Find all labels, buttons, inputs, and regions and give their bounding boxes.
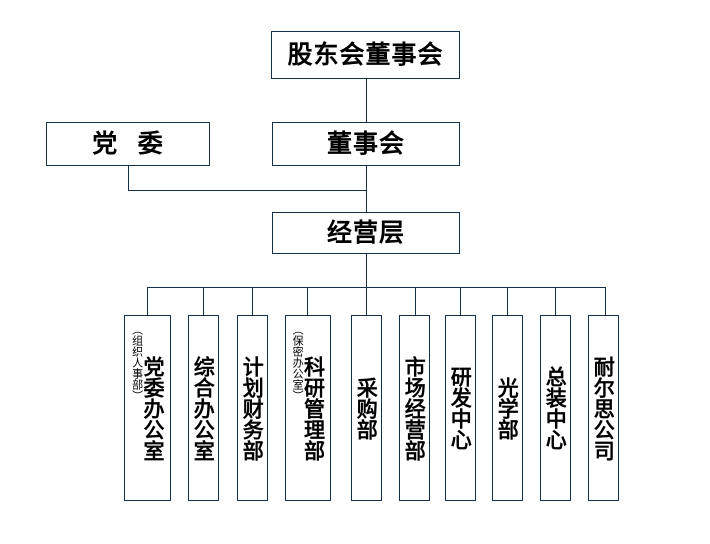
dept-rnd-center[interactable]: 研发中心 [445, 315, 476, 501]
node-shareholders[interactable]: 股东会董事会 [271, 31, 460, 79]
dept-optics-label: 光学部 [495, 376, 521, 440]
connector-top-to-board [366, 79, 367, 122]
connector-drop-5 [366, 287, 367, 315]
connector-drop-7 [460, 287, 461, 315]
connector-drop-3 [252, 287, 253, 315]
node-shareholders-label: 股东会董事会 [287, 40, 444, 70]
connector-drop-10 [605, 287, 606, 315]
dept-party-office[interactable]: 党委办公室 （组织人事部） [124, 315, 171, 501]
dept-party-office-note: （组织人事部） [130, 324, 144, 401]
dept-general-office[interactable]: 综合办公室 [188, 315, 219, 501]
connector-party-to-trunk [128, 190, 367, 191]
node-management[interactable]: 经营层 [272, 212, 460, 254]
node-party-committee-label: 党 委 [92, 129, 164, 159]
dept-research-mgmt[interactable]: 科研管理部 （保密办公室） [285, 315, 331, 501]
dept-rnd-center-label: 研发中心 [448, 366, 474, 450]
node-board[interactable]: 董事会 [272, 122, 460, 166]
connector-drop-2 [203, 287, 204, 315]
connector-drop-9 [555, 287, 556, 315]
dept-marketing[interactable]: 市场经营部 [399, 315, 430, 501]
connector-department-bus [147, 287, 606, 288]
dept-assembly-center-label: 总装中心 [543, 366, 569, 450]
connector-board-to-management [366, 166, 367, 212]
connector-drop-8 [507, 287, 508, 315]
dept-marketing-label: 市场经营部 [402, 355, 428, 461]
node-party-committee[interactable]: 党 委 [46, 122, 210, 166]
dept-procurement[interactable]: 采购部 [351, 315, 382, 501]
dept-party-office-label: 党委办公室 [140, 355, 166, 461]
dept-nice-company-label: 耐尔思公司 [591, 355, 617, 461]
dept-procurement-label: 采购部 [354, 376, 380, 440]
dept-finance-label: 计划财务部 [240, 355, 266, 461]
dept-optics[interactable]: 光学部 [492, 315, 523, 501]
connector-drop-6 [415, 287, 416, 315]
dept-assembly-center[interactable]: 总装中心 [540, 315, 571, 501]
dept-general-office-label: 综合办公室 [191, 355, 217, 461]
dept-research-mgmt-label: 科研管理部 [301, 355, 327, 461]
dept-finance[interactable]: 计划财务部 [237, 315, 268, 501]
dept-research-mgmt-note: （保密办公室） [291, 324, 305, 401]
connector-drop-1 [147, 287, 148, 315]
connector-management-to-bus [366, 254, 367, 288]
connector-drop-4 [307, 287, 308, 315]
node-board-label: 董事会 [326, 129, 405, 159]
dept-nice-company[interactable]: 耐尔思公司 [588, 315, 619, 501]
connector-party-stub [128, 166, 129, 190]
node-management-label: 经营层 [326, 218, 405, 248]
